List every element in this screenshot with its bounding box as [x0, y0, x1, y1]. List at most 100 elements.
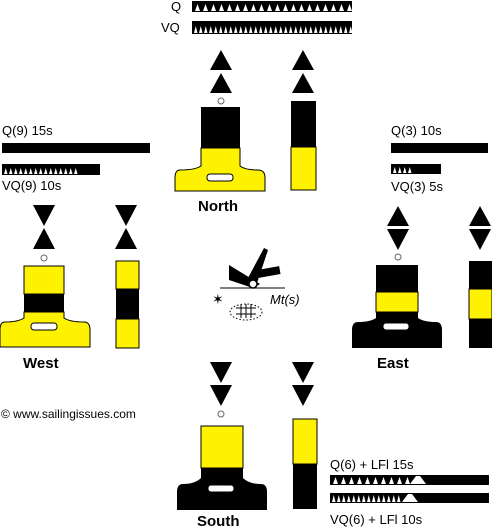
- east-pillar-topmark: [387, 206, 409, 261]
- flash-mark: [339, 26, 343, 33]
- west-vq-label: VQ(9) 10s: [2, 178, 62, 193]
- flash-mark: [397, 495, 401, 502]
- copyright-text: © www.sailingissues.com: [1, 407, 136, 421]
- flash-mark: [398, 167, 402, 173]
- east-light-q: Q(3) 10s: [391, 123, 488, 153]
- north-spar-buoy: [290, 101, 317, 191]
- flash-mark: [337, 495, 341, 502]
- east-vq-label: VQ(3) 5s: [391, 179, 444, 194]
- flash-mark: [304, 26, 308, 33]
- west-q-label: Q(9) 15s: [2, 123, 53, 138]
- south-q-label: Q(6) + LFl 15s: [330, 457, 414, 472]
- east-spar-buoy: [468, 261, 492, 348]
- north-light-vq: VQ: [161, 20, 353, 35]
- flash-mark: [49, 168, 53, 174]
- flash-mark: [339, 4, 344, 11]
- west-spar-buoy: [115, 260, 140, 349]
- flash-mark: [382, 495, 386, 502]
- flash-mark: [264, 26, 268, 33]
- west-light-vq: VQ(9) 10s: [2, 164, 100, 193]
- north-pillar-topmark: [210, 50, 232, 105]
- flash-mark: [333, 477, 338, 484]
- north-q-flash-pattern: [195, 4, 352, 11]
- flash-mark: [403, 167, 407, 173]
- flash-mark: [259, 4, 264, 11]
- flash-mark: [319, 26, 323, 33]
- south-label: South: [197, 513, 240, 528]
- flash-mark: [392, 495, 396, 502]
- flash-mark: [54, 168, 58, 174]
- flash-mark: [377, 495, 381, 502]
- flash-mark: [279, 26, 283, 33]
- flash-mark: [299, 4, 304, 11]
- east-spar-topmark: [469, 206, 491, 250]
- flash-mark: [227, 4, 232, 11]
- flash-mark: [44, 168, 48, 174]
- flash-mark: [373, 477, 378, 484]
- flash-mark: [14, 168, 18, 174]
- flash-mark: [19, 168, 23, 174]
- flash-mark: [284, 26, 288, 33]
- north-spar-topmark: [292, 50, 314, 93]
- flash-mark: [195, 4, 200, 11]
- flash-mark: [289, 26, 293, 33]
- flash-mark: [291, 4, 296, 11]
- flash-mark: [367, 495, 371, 502]
- svg-text:✶: ✶: [212, 291, 224, 307]
- flash-mark: [249, 26, 253, 33]
- long-flash-mark: [410, 476, 426, 484]
- flash-mark: [224, 26, 228, 33]
- flash-mark: [323, 4, 328, 11]
- flash-mark: [34, 168, 38, 174]
- flash-mark: [39, 168, 43, 174]
- west-vq-flash-pattern: [4, 168, 78, 174]
- east-q-label: Q(3) 10s: [391, 123, 442, 138]
- flash-mark: [314, 26, 318, 33]
- flash-mark: [69, 168, 73, 174]
- north-label: North: [198, 198, 238, 215]
- flash-mark: [234, 26, 238, 33]
- long-flash-mark: [402, 494, 418, 502]
- flash-mark: [269, 26, 273, 33]
- south-vq-flash-pattern: [332, 494, 418, 502]
- flash-mark: [342, 495, 346, 502]
- flash-mark: [214, 26, 218, 33]
- east-vq-flash-pattern: [393, 167, 412, 173]
- flash-mark: [275, 4, 280, 11]
- flash-mark: [254, 26, 258, 33]
- flash-mark: [24, 168, 28, 174]
- flash-mark: [244, 26, 248, 33]
- flash-mark: [381, 477, 386, 484]
- flash-mark: [74, 168, 78, 174]
- flash-mark: [199, 26, 203, 33]
- flash-mark: [341, 477, 346, 484]
- north-q-label: Q: [171, 0, 181, 14]
- flash-mark: [229, 26, 233, 33]
- flash-mark: [29, 168, 33, 174]
- flash-mark: [251, 4, 256, 11]
- flash-mark: [389, 477, 394, 484]
- south-light-vq: VQ(6) + LFl 10s: [330, 493, 489, 527]
- west-light-q: Q(9) 15s: [2, 123, 150, 153]
- flash-mark: [332, 495, 336, 502]
- flash-mark: [243, 4, 248, 11]
- west-pillar-buoy: [0, 265, 91, 348]
- flash-mark: [331, 4, 336, 11]
- north-pillar-buoy: [174, 107, 266, 192]
- flash-mark: [204, 26, 208, 33]
- flash-mark: [259, 26, 263, 33]
- flash-mark: [59, 168, 63, 174]
- center-chart-symbol-icon: ✶: [212, 248, 285, 321]
- flash-mark: [315, 4, 320, 11]
- east-pillar-buoy: [352, 265, 442, 348]
- flash-mark: [372, 495, 376, 502]
- flash-mark: [4, 168, 8, 174]
- flash-mark: [393, 167, 397, 173]
- flash-mark: [357, 477, 362, 484]
- west-label: West: [23, 355, 59, 372]
- flash-mark: [387, 495, 391, 502]
- west-pillar-topmark: [33, 205, 55, 262]
- flash-mark: [209, 26, 213, 33]
- flash-mark: [64, 168, 68, 174]
